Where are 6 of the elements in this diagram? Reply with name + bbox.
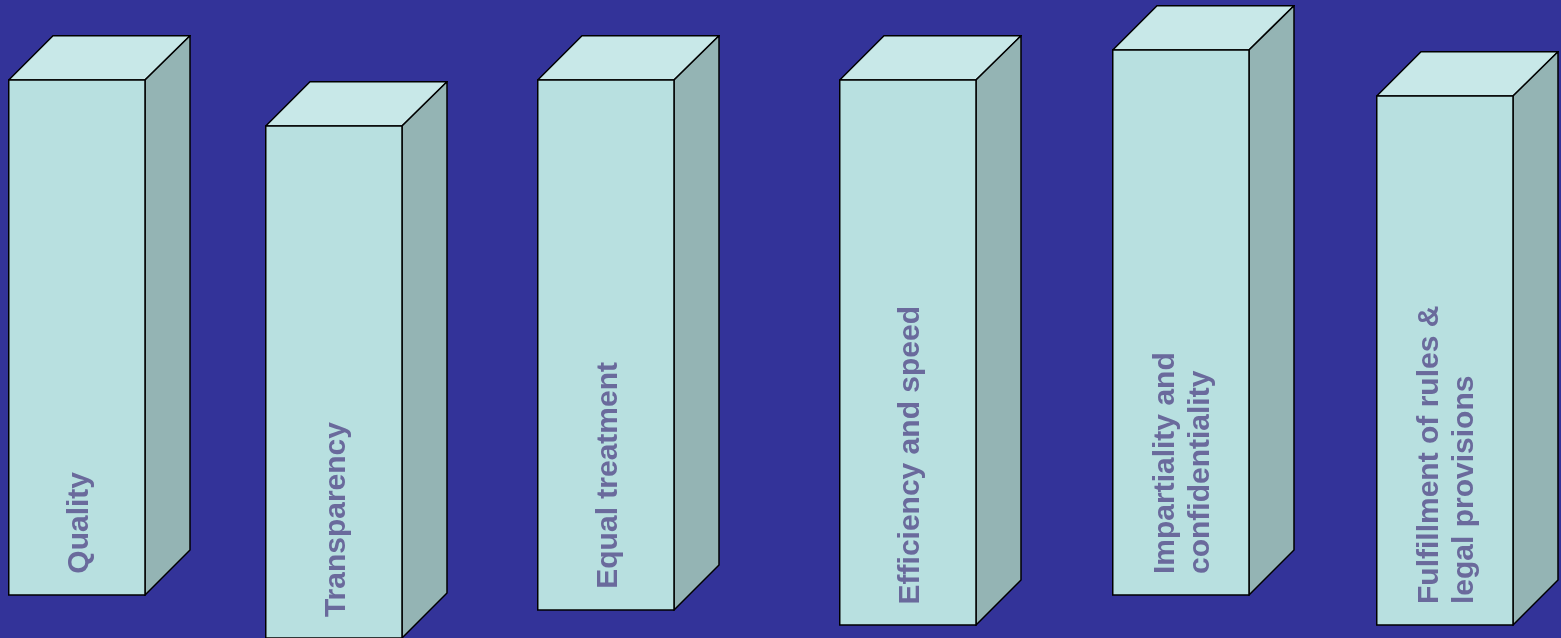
pillar-label: Quality — [59, 472, 94, 574]
pillar-label: Efficiency and speed — [890, 305, 925, 604]
pillar-label: Equal treatment — [588, 362, 623, 589]
pillar-label: Fulfillment of rules & legal provisions — [1409, 304, 1480, 604]
pillar-label: Transparency — [316, 421, 351, 617]
pillar-label: Impartiality and confidentiality — [1145, 351, 1216, 574]
